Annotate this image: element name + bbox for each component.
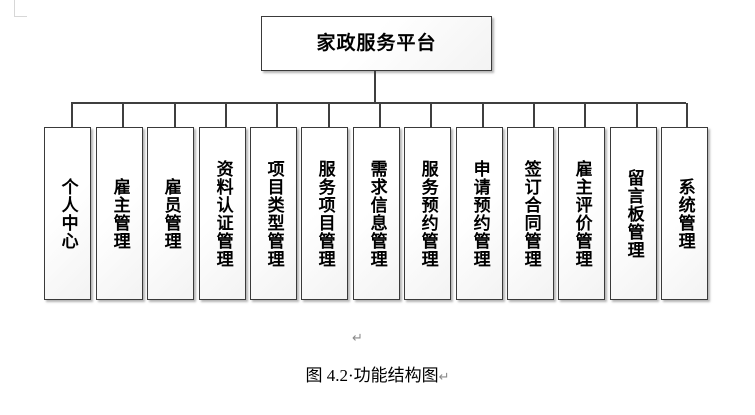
- connector-drop-7: [379, 103, 381, 127]
- node-personal-center[interactable]: 个人中心: [44, 127, 91, 300]
- node-label: 资料认证管理: [213, 159, 233, 268]
- figure-caption-text: 图 4.2·功能结构图: [305, 366, 439, 385]
- node-label: 留言板管理: [624, 168, 644, 259]
- connector-drop-11: [584, 103, 586, 127]
- connector-drop-2: [122, 103, 124, 127]
- root-node-label: 家政服务平台: [316, 33, 437, 54]
- node-message-board-management[interactable]: 留言板管理: [610, 127, 657, 300]
- node-label: 项目类型管理: [264, 159, 284, 268]
- connector-drop-3: [174, 103, 176, 127]
- paragraph-return-mark: ↵: [352, 330, 363, 345]
- connector-root-stem: [374, 71, 376, 104]
- connector-drop-10: [533, 103, 535, 127]
- node-label: 个人中心: [58, 177, 78, 250]
- connector-horizontal-bus: [71, 102, 686, 104]
- node-employer-management[interactable]: 雇主管理: [96, 127, 143, 300]
- node-label: 申请预约管理: [470, 159, 490, 268]
- node-service-project-management[interactable]: 服务项目管理: [301, 127, 348, 300]
- connector-drop-1: [71, 103, 73, 127]
- node-demand-information-management[interactable]: 需求信息管理: [353, 127, 400, 300]
- node-project-type-management[interactable]: 项目类型管理: [250, 127, 297, 300]
- node-label: 服务预约管理: [418, 159, 438, 268]
- node-label: 雇主评价管理: [572, 159, 592, 268]
- node-label: 雇主管理: [110, 177, 130, 250]
- node-employee-management[interactable]: 雇员管理: [147, 127, 194, 300]
- node-system-management[interactable]: 系统管理: [661, 127, 708, 300]
- node-application-appointment-management[interactable]: 申请预约管理: [456, 127, 503, 300]
- node-label: 签订合同管理: [521, 159, 541, 268]
- node-employer-evaluation-management[interactable]: 雇主评价管理: [558, 127, 605, 300]
- figure-caption: 图 4.2·功能结构图↵: [0, 361, 755, 386]
- connector-drop-5: [276, 103, 278, 127]
- root-node-housekeeping-service-platform[interactable]: 家政服务平台: [261, 16, 492, 71]
- connector-drop-9: [482, 103, 484, 127]
- node-data-certification-management[interactable]: 资料认证管理: [199, 127, 246, 300]
- connector-drop-12: [636, 103, 638, 127]
- node-contract-signing-management[interactable]: 签订合同管理: [507, 127, 554, 300]
- node-service-appointment-management[interactable]: 服务预约管理: [404, 127, 451, 300]
- connector-drop-13: [686, 103, 688, 127]
- connector-drop-4: [225, 103, 227, 127]
- node-label: 雇员管理: [161, 177, 181, 250]
- connector-drop-6: [328, 103, 330, 127]
- caption-return-mark: ↵: [438, 369, 450, 384]
- node-label: 需求信息管理: [367, 159, 387, 268]
- node-label: 系统管理: [675, 177, 695, 250]
- page-margin-mark: [14, 0, 27, 17]
- connector-drop-8: [430, 103, 432, 127]
- node-label: 服务项目管理: [315, 159, 335, 268]
